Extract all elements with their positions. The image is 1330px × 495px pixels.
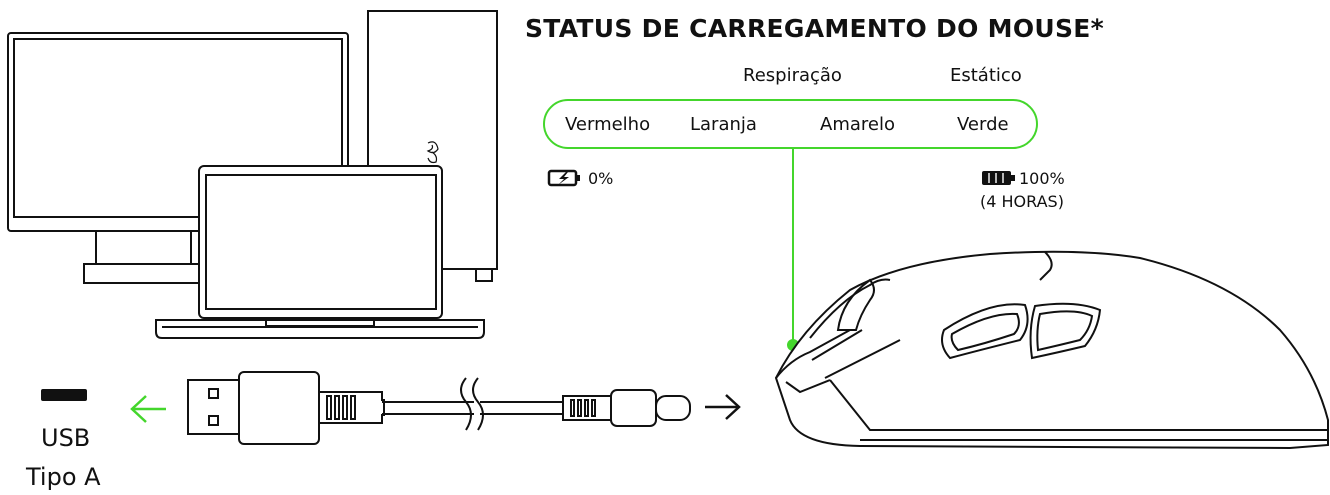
usb-type-label: Tipo A [26, 463, 101, 491]
page-title: STATUS DE CARREGAMENTO DO MOUSE* [525, 14, 1105, 43]
usb-label: USB [41, 424, 91, 452]
arrow-right-icon [705, 394, 741, 420]
color-label-yellow: Amarelo [820, 114, 895, 135]
battery-charging-icon [547, 169, 580, 187]
breathing-label: Respiração [743, 65, 842, 86]
usb-cable-illustration [187, 371, 691, 445]
color-label-orange: Laranja [690, 114, 757, 135]
battery-low-percent: 0% [588, 169, 614, 188]
battery-full-icon [982, 171, 1015, 185]
usb-port-icon [41, 389, 87, 401]
mouse-illustration [774, 250, 1329, 450]
color-label-red: Vermelho [565, 114, 651, 135]
razer-logo-icon [426, 141, 439, 164]
laptop-illustration [155, 165, 485, 339]
arrow-left-icon [130, 395, 166, 423]
indicator-line [787, 149, 799, 351]
color-label-green: Verde [957, 114, 1009, 135]
static-label: Estático [950, 65, 1022, 86]
battery-full-time: (4 HORAS) [980, 192, 1064, 211]
color-status-pill [543, 99, 1038, 149]
battery-full-percent: 100% [1019, 169, 1065, 188]
